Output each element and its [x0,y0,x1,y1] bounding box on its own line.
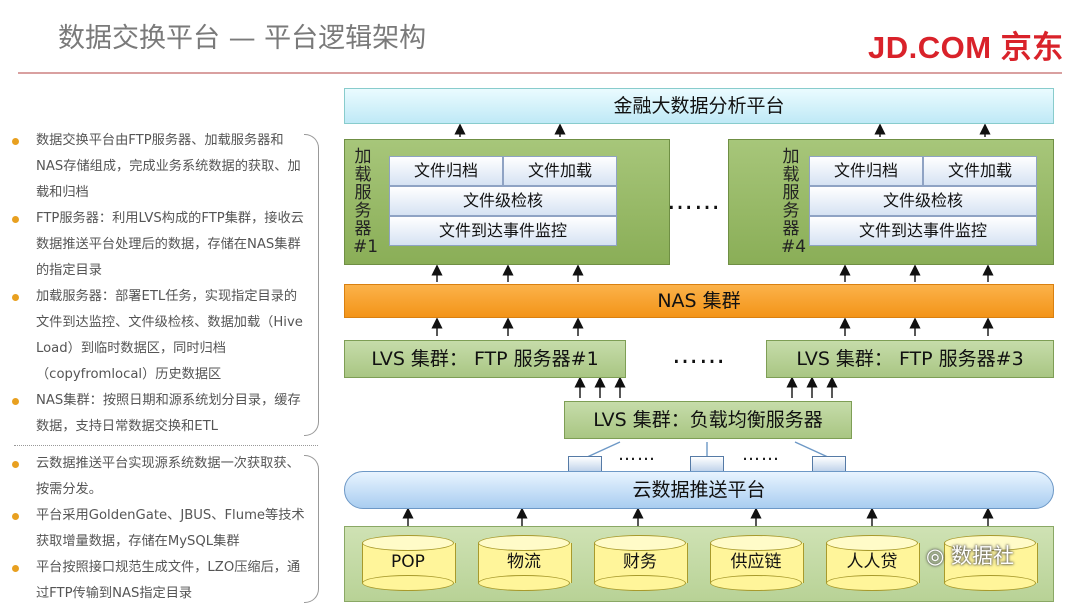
bullet-separator [14,445,318,446]
source-db-supply-chain: 供应链 [710,535,804,591]
bullet-list-top: 数据交换平台由FTP服务器、加载服务器和NAS存储组成，完成业务系统数据的获取、… [6,128,306,440]
source-label: 财务 [623,552,657,572]
bullet-item: 云数据推送平台实现源系统数据一次获取获、按需分发。 [6,451,306,503]
source-db-finance: 财务 [594,535,688,591]
header-divider [18,72,1062,74]
file-check-cell: 文件级检核 [389,186,617,216]
source-label: POP [391,552,425,572]
bullet-dot-icon [12,216,19,223]
file-monitor-cell: 文件到达事件监控 [389,216,617,246]
source-label: 供应链 [730,552,782,572]
db-cylinder-bottom [710,575,802,591]
nas-cluster-box: NAS 集群 [344,284,1054,318]
bullet-item: 平台采用GoldenGate、JBUS、Flume等技术获取增量数据，存储在My… [6,503,306,555]
bullet-dot-icon [12,398,19,405]
wechat-icon: ◎ [926,544,951,568]
bullet-dot-icon [12,138,19,145]
ftp-ellipsis: …… [672,340,726,370]
db-cylinder-bottom [594,575,686,591]
bullet-text: 加载服务器：部署ETL任务，实现指定目录的文件到达监控、文件级检核、数据加载（H… [36,289,303,382]
db-cylinder-top [362,535,454,551]
bullet-text: FTP服务器：利用LVS构成的FTP集群，接收云数据推送平台处理后的数据，存储在… [36,211,304,278]
bullet-item: 加载服务器：部署ETL任务，实现指定目录的文件到达监控、文件级检核、数据加载（H… [6,284,306,388]
loader-server-label: 加载服务器#1 [353,147,379,257]
db-cylinder-bottom [826,575,918,591]
source-label: 人人贷 [846,552,898,572]
bullet-text: 云数据推送平台实现源系统数据一次获取获、按需分发。 [36,456,300,497]
bullet-text: 平台采用GoldenGate、JBUS、Flume等技术获取增量数据，存储在My… [36,508,305,549]
db-cylinder-top [478,535,570,551]
ftp-cluster-3: LVS 集群： FTP 服务器#3 [766,340,1054,378]
bullet-dot-icon [12,461,19,468]
db-cylinder-top [826,535,918,551]
file-transfer-arrows [584,441,831,459]
cloud-push-platform: 云数据推送平台 [344,471,1054,509]
arrow-group [402,123,994,528]
file-check-cell: 文件级检核 [809,186,1037,216]
bullet-text: 平台按照接口规范生成文件，LZO压缩后，通过FTP传输到NAS指定目录 [36,560,301,601]
source-label: 物流 [507,552,541,572]
source-db-logistics: 物流 [478,535,572,591]
db-cylinder-bottom [478,575,570,591]
file-ellipsis: …… [618,444,656,465]
loader-server-4: 加载服务器#4 文件归档 文件加载 文件级检核 文件到达事件监控 [728,139,1054,265]
bullet-list-bottom: 云数据推送平台实现源系统数据一次获取获、按需分发。 平台采用GoldenGate… [6,451,306,607]
watermark-text: 数据社 [951,544,1014,568]
source-db-renrendai: 人人贷 [826,535,920,591]
db-cylinder-top [594,535,686,551]
bullet-text: NAS集群：按照日期和源系统划分目录，缓存数据，支持日常数据交换和ETL [36,393,301,434]
bullet-item: NAS集群：按照日期和源系统划分目录，缓存数据，支持日常数据交换和ETL [6,388,306,440]
bullet-dot-icon [12,513,19,520]
page-title: 数据交换平台 — 平台逻辑架构 [58,23,427,54]
ftp-cluster-1: LVS 集群： FTP 服务器#1 [344,340,626,378]
bullet-item: 平台按照接口规范生成文件，LZO压缩后，通过FTP传输到NAS指定目录 [6,555,306,607]
file-archive-cell: 文件归档 [809,156,923,186]
file-archive-cell: 文件归档 [389,156,503,186]
db-cylinder-bottom [362,575,454,591]
jd-logo: JD.COM 京东 [868,30,1064,65]
bullet-item: 数据交换平台由FTP服务器、加载服务器和NAS存储组成，完成业务系统数据的获取、… [6,128,306,206]
bullet-text: 数据交换平台由FTP服务器、加载服务器和NAS存储组成，完成业务系统数据的获取、… [36,133,301,200]
db-cylinder-top [710,535,802,551]
load-balancer-box: LVS 集群：负载均衡服务器 [564,401,852,439]
bullet-item: FTP服务器：利用LVS构成的FTP集群，接收云数据推送平台处理后的数据，存储在… [6,206,306,284]
db-cylinder-bottom [944,575,1036,591]
file-load-cell: 文件加载 [503,156,617,186]
file-ellipsis: …… [742,444,780,465]
file-load-cell: 文件加载 [923,156,1037,186]
analytics-platform-box: 金融大数据分析平台 [344,88,1054,124]
db-cylinder-top [944,535,1036,551]
source-systems-box [344,526,1054,602]
file-monitor-cell: 文件到达事件监控 [809,216,1037,246]
loader-ellipsis: …… [667,186,721,216]
watermark: ◎ 数据社 [926,540,1014,570]
source-db-pop: POP [362,535,456,591]
loader-server-1: 加载服务器#1 文件归档 文件加载 文件级检核 文件到达事件监控 [344,139,670,265]
bullet-dot-icon [12,565,19,572]
bullet-dot-icon [12,294,19,301]
loader-server-label: 加载服务器#4 [781,147,807,257]
source-db-last [944,535,1038,591]
